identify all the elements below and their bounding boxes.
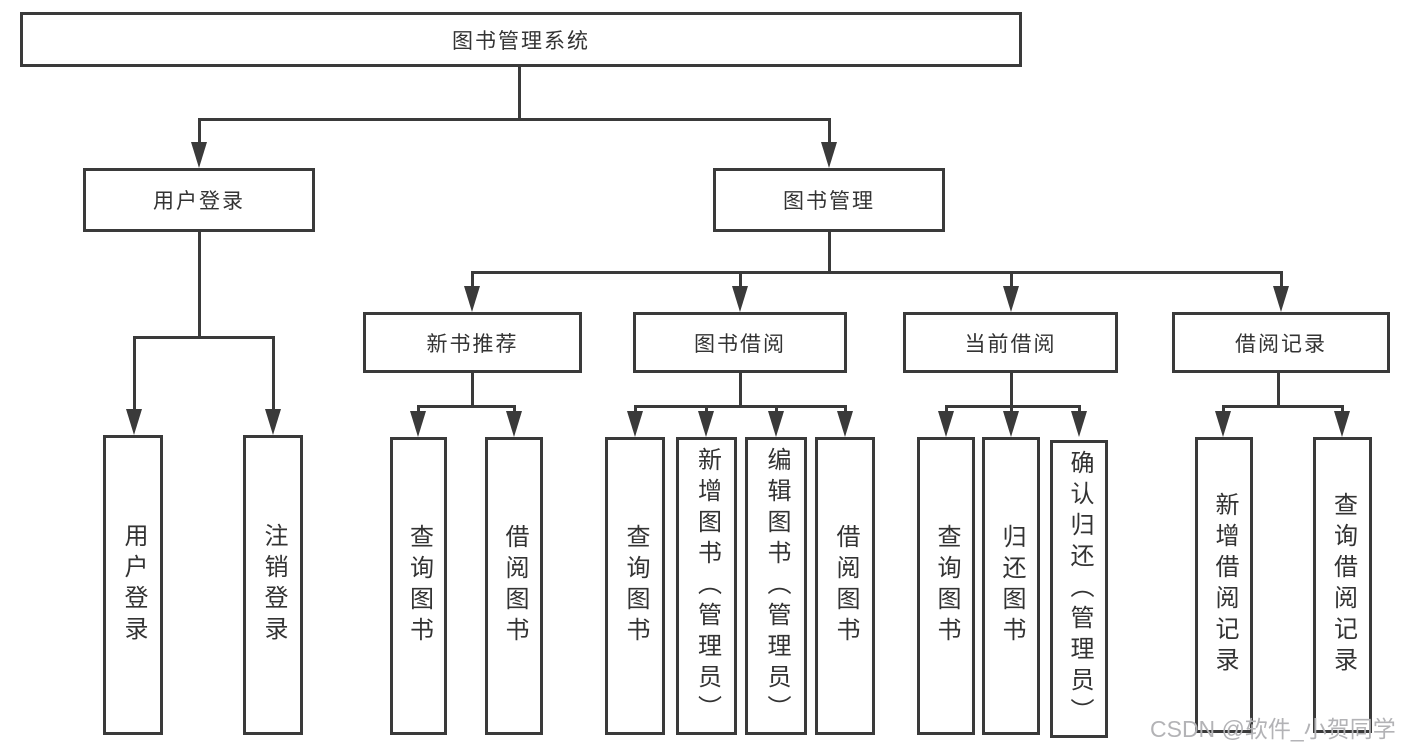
arrow-down-icon — [1003, 286, 1019, 312]
node-rec-borrow-book-label: 借阅图书 — [501, 524, 528, 648]
connector-line — [1010, 373, 1013, 405]
node-user-login-label: 用户登录 — [153, 190, 245, 213]
arrow-down-icon — [464, 286, 480, 312]
connector-line — [518, 67, 521, 118]
connector-line — [828, 232, 831, 271]
connector-line — [1280, 271, 1283, 288]
arrow-down-icon — [126, 409, 142, 435]
node-current-borrow-label: 当前借阅 — [964, 332, 1057, 356]
node-rec-query-book: 查询图书 — [390, 437, 447, 735]
node-new-book-recommend-label: 新书推荐 — [426, 332, 519, 356]
arrow-down-icon — [837, 411, 853, 437]
node-borrow-records-label: 借阅记录 — [1235, 332, 1327, 356]
arrow-down-icon — [1334, 411, 1350, 437]
connector-line — [634, 405, 637, 413]
arrow-down-icon — [732, 286, 748, 312]
arrow-down-icon — [506, 411, 522, 437]
connector-line — [417, 405, 514, 408]
node-rec-borrow-book: 借阅图书 — [485, 437, 543, 735]
node-br-add-record-label: 新增借阅记录 — [1211, 492, 1238, 678]
connector-line — [198, 118, 201, 146]
node-logout-label: 注销登录 — [260, 523, 287, 647]
node-book-management: 图书管理 — [713, 168, 945, 232]
node-user-login: 用户登录 — [83, 168, 315, 232]
node-bb-edit-book-label: 编辑图书（管理员） — [763, 446, 790, 726]
connector-line — [133, 336, 136, 411]
connector-line — [634, 405, 846, 408]
node-login: 用户登录 — [103, 435, 163, 735]
node-bb-edit-book: 编辑图书（管理员） — [745, 437, 807, 735]
node-cb-query-book-label: 查询图书 — [933, 524, 960, 648]
node-login-label: 用户登录 — [120, 523, 147, 647]
connector-line — [739, 271, 742, 288]
node-bb-query-book: 查询图书 — [605, 437, 665, 735]
connector-line — [133, 336, 274, 339]
connector-line — [471, 373, 474, 405]
connector-line — [1277, 373, 1280, 405]
arrow-down-icon — [938, 411, 954, 437]
arrow-down-icon — [698, 411, 714, 437]
node-br-query-record-label: 查询借阅记录 — [1329, 492, 1357, 678]
arrow-down-icon — [265, 409, 281, 435]
connector-line — [1341, 405, 1344, 413]
arrow-down-icon — [768, 411, 784, 437]
connector-line — [513, 405, 516, 413]
arrow-down-icon — [410, 411, 426, 437]
node-book-borrow-label: 图书借阅 — [694, 332, 786, 356]
connector-line — [1078, 405, 1081, 413]
csdn-watermark: CSDN @软件_小贺同学 — [1150, 716, 1396, 742]
node-bb-add-book: 新增图书（管理员） — [676, 437, 737, 735]
arrow-down-icon — [1215, 411, 1231, 437]
connector-line — [775, 405, 778, 413]
connector-line — [705, 405, 708, 413]
connector-line — [1222, 405, 1342, 408]
node-bb-query-book-label: 查询图书 — [622, 524, 649, 648]
arrow-down-icon — [1003, 411, 1019, 437]
arrow-down-icon — [821, 142, 837, 168]
connector-line — [828, 118, 831, 146]
node-br-query-record: 查询借阅记录 — [1313, 437, 1372, 733]
node-logout: 注销登录 — [243, 435, 303, 735]
node-new-book-recommend: 新书推荐 — [363, 312, 582, 373]
node-bb-add-book-label: 新增图书（管理员） — [693, 446, 721, 726]
node-root-label: 图书管理系统 — [452, 29, 590, 53]
node-cb-query-book: 查询图书 — [917, 437, 975, 735]
arrow-down-icon — [1273, 286, 1289, 312]
connector-line — [471, 271, 474, 288]
node-cb-confirm-return: 确认归还（管理员） — [1050, 440, 1108, 738]
node-cb-return-book-label: 归还图书 — [998, 524, 1025, 648]
node-book-management-label: 图书管理 — [783, 190, 875, 213]
connector-line — [739, 373, 742, 405]
connector-line — [417, 405, 420, 413]
connector-line — [1222, 405, 1225, 413]
node-borrow-records: 借阅记录 — [1172, 312, 1390, 373]
connector-line — [198, 118, 831, 121]
node-current-borrow: 当前借阅 — [903, 312, 1118, 373]
connector-line — [272, 336, 275, 411]
node-br-add-record: 新增借阅记录 — [1195, 437, 1253, 733]
connector-line — [1010, 271, 1013, 288]
node-cb-return-book: 归还图书 — [982, 437, 1040, 735]
node-root: 图书管理系统 — [20, 12, 1022, 67]
connector-line — [471, 271, 1282, 274]
arrow-down-icon — [1071, 411, 1087, 437]
node-cb-confirm-return-label: 确认归还（管理员） — [1066, 449, 1093, 729]
node-bb-borrow-book-label: 借阅图书 — [832, 524, 859, 648]
connector-line — [945, 405, 948, 413]
arrow-down-icon — [191, 142, 207, 168]
connector-line — [1010, 405, 1013, 413]
node-bb-borrow-book: 借阅图书 — [815, 437, 875, 735]
arrow-down-icon — [627, 411, 643, 437]
node-rec-query-book-label: 查询图书 — [405, 524, 433, 648]
connector-line — [198, 232, 201, 336]
connector-line — [844, 405, 847, 413]
node-book-borrow: 图书借阅 — [633, 312, 847, 373]
